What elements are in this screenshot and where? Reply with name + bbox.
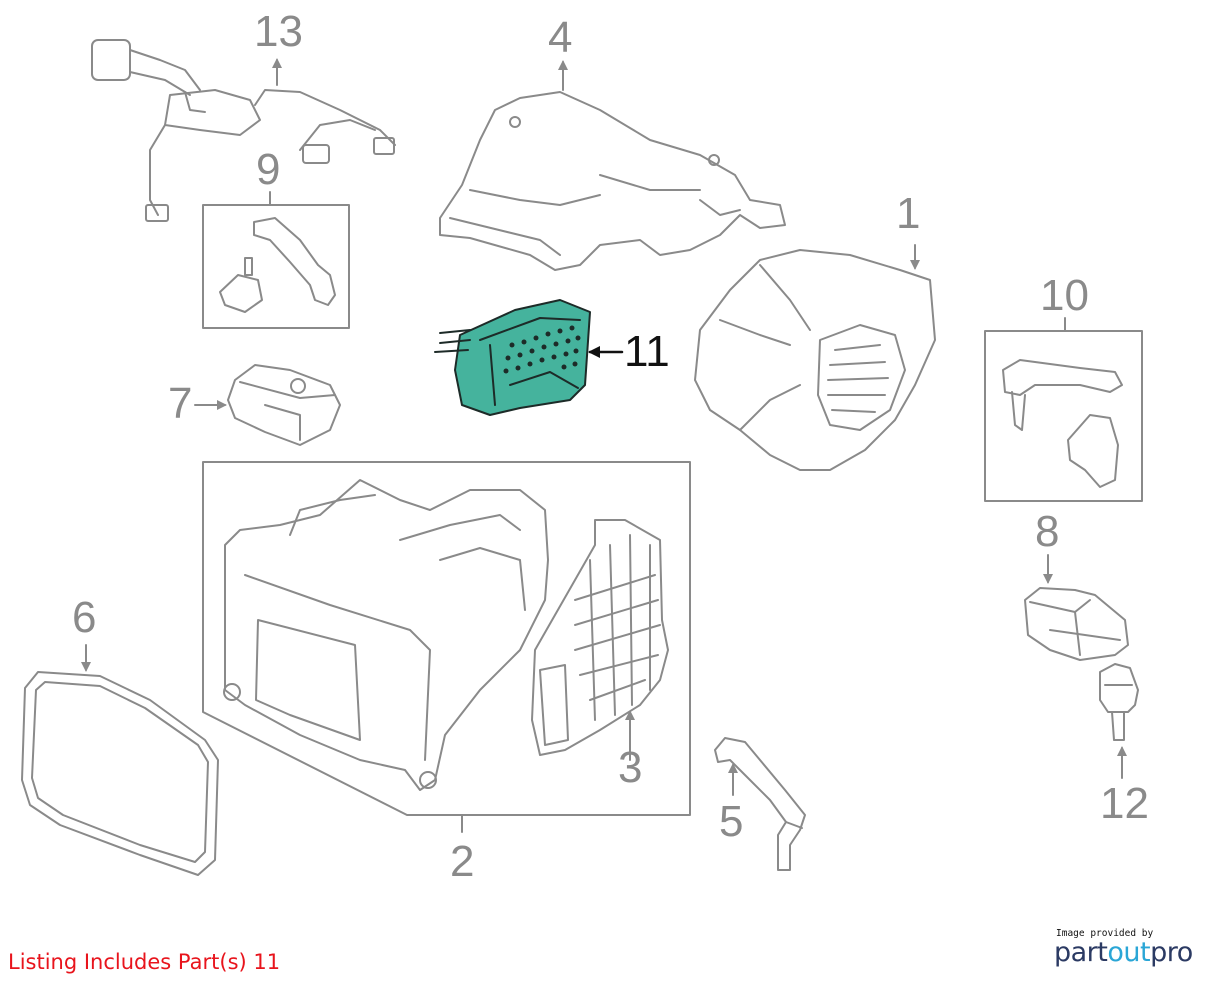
callout-7: 7 <box>168 379 193 428</box>
part-8-module <box>1024 554 1129 661</box>
part-9-group <box>202 191 350 329</box>
brand-pro: pro <box>1150 937 1193 968</box>
brand-part: part <box>1054 937 1108 968</box>
brand-name: partoutpro <box>1054 937 1193 968</box>
part-4-cover <box>439 60 786 271</box>
part-5-tube <box>714 737 806 871</box>
part-12-sensor <box>1099 663 1139 779</box>
brand-out: out <box>1107 937 1151 968</box>
part-11-blower-resistor <box>434 299 624 416</box>
callout-4: 4 <box>548 13 573 62</box>
callout-12: 12 <box>1100 779 1149 828</box>
callout-8: 8 <box>1035 507 1060 556</box>
callout-6: 6 <box>72 593 97 642</box>
callout-13: 13 <box>254 7 303 56</box>
callout-10: 10 <box>1040 271 1089 320</box>
callout-5: 5 <box>719 797 744 846</box>
part-7-actuator <box>194 364 341 446</box>
listing-includes-note: Listing Includes Part(s) 11 <box>8 950 281 974</box>
part-6-gasket <box>21 644 219 876</box>
callout-2: 2 <box>450 837 475 886</box>
part-2-case-group <box>202 461 691 833</box>
part-1-blower-housing <box>694 244 936 471</box>
partoutpro-logo: Image provided by partoutpro <box>1054 928 1204 972</box>
part-13-wiring-harness <box>91 39 396 222</box>
callout-3: 3 <box>618 743 643 792</box>
callout-11: 11 <box>624 327 670 376</box>
part-10-group <box>984 317 1143 502</box>
callout-9: 9 <box>256 145 281 194</box>
callout-1: 1 <box>896 189 921 238</box>
part-3-filter-door <box>531 519 669 761</box>
brand-caption: Image provided by <box>1056 928 1154 939</box>
